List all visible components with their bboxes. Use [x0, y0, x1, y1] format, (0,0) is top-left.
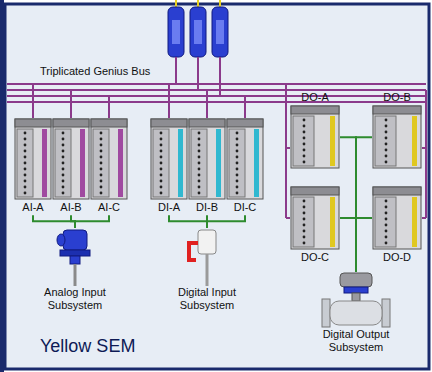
field-device: [30, 228, 120, 286]
field-device: [162, 228, 252, 286]
module-graphic: [226, 118, 264, 200]
io-module-node: AI-C: [90, 118, 128, 215]
io-module: [14, 118, 52, 200]
signal-wire: [33, 215, 75, 228]
field-device: [300, 272, 412, 328]
module-label: DO-A: [290, 90, 340, 105]
module-label: AI-C: [90, 200, 128, 215]
subsystem-node: Digital Output Subsystem: [300, 272, 412, 354]
module-label: DI-B: [188, 200, 226, 215]
module-label: DI-A: [150, 200, 188, 215]
module-label: DI-C: [226, 200, 264, 215]
module-graphic: [372, 186, 422, 250]
device-graphic: [300, 272, 412, 328]
panel-title: Yellow SEM: [40, 336, 135, 357]
io-module-node: DI-A: [150, 118, 188, 215]
io-module: [188, 118, 226, 200]
io-module-node: DO-D: [372, 186, 422, 265]
module-label: DO-B: [372, 90, 422, 105]
module-graphic: [290, 105, 340, 169]
module-graphic: [150, 118, 188, 200]
io-module-node: AI-B: [52, 118, 90, 215]
module-graphic: [90, 118, 128, 200]
subsystem-label: Digital Output Subsystem: [300, 328, 412, 354]
module-label: DO-D: [372, 250, 422, 265]
signal-wire: [356, 137, 372, 272]
io-module: [372, 186, 422, 250]
io-module-node: DI-B: [188, 118, 226, 215]
sem-panel: [5, 4, 429, 369]
io-module-node: DO-C: [290, 186, 340, 265]
module-label: AI-B: [52, 200, 90, 215]
device-graphic: [162, 228, 252, 286]
io-module-node: AI-A: [14, 118, 52, 215]
module-graphic: [52, 118, 90, 200]
signal-wire: [340, 137, 356, 272]
module-label: AI-A: [14, 200, 52, 215]
subsystem-node: Digital Input Subsystem: [162, 228, 252, 312]
io-module: [52, 118, 90, 200]
subsystem-node: Analog Input Subsystem: [30, 228, 120, 312]
signal-wire: [169, 215, 207, 228]
io-module-node: DI-C: [226, 118, 264, 215]
subsystem-label: Analog Input Subsystem: [30, 286, 120, 312]
module-graphic: [188, 118, 226, 200]
io-module: [290, 105, 340, 169]
io-module: [90, 118, 128, 200]
io-module: [150, 118, 188, 200]
module-graphic: [372, 105, 422, 169]
bus-label: Triplicated Genius Bus: [40, 65, 150, 77]
io-module-node: DO-B: [372, 90, 422, 169]
device-graphic: [30, 228, 120, 286]
module-label: DO-C: [290, 250, 340, 265]
left-edge: [0, 0, 4, 372]
io-module: [226, 118, 264, 200]
io-module: [372, 105, 422, 169]
module-graphic: [14, 118, 52, 200]
bus-repeaters: [168, 7, 228, 57]
io-module-node: DO-A: [290, 90, 340, 169]
io-module: [290, 186, 340, 250]
subsystem-label: Digital Input Subsystem: [162, 286, 252, 312]
signal-wire: [340, 218, 356, 272]
signal-wire: [207, 215, 245, 228]
signal-wire: [356, 218, 372, 272]
module-graphic: [290, 186, 340, 250]
signal-wire: [75, 215, 109, 228]
